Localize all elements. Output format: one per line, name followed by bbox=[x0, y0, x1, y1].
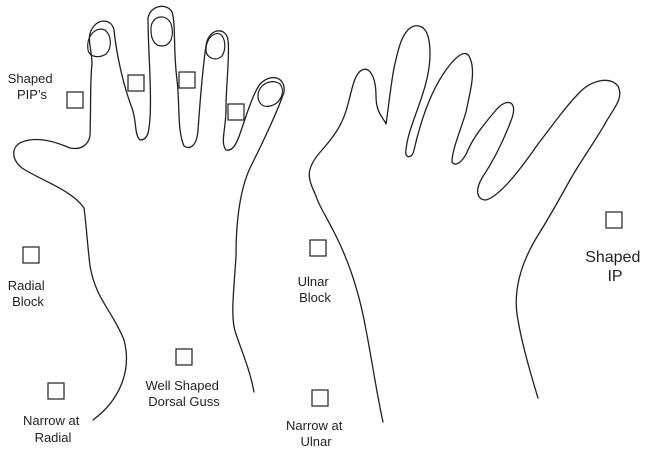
marker-shaped-ip bbox=[606, 212, 622, 228]
marker-shaped-pips bbox=[67, 92, 83, 108]
marker-pip-middle bbox=[179, 72, 195, 88]
markers bbox=[23, 72, 622, 406]
marker-pip-ring bbox=[228, 104, 244, 120]
label-ulnar-block: Ulnar Block bbox=[298, 274, 333, 305]
left-hand bbox=[14, 6, 284, 420]
left-hand-outline bbox=[14, 6, 284, 420]
pinky-nail bbox=[258, 82, 282, 107]
label-radial-block: Radial Block bbox=[8, 278, 48, 309]
right-hand bbox=[309, 26, 620, 422]
marker-ulnar-block bbox=[310, 240, 326, 256]
right-hand-outline bbox=[309, 26, 620, 422]
marker-radial-block bbox=[23, 247, 39, 263]
marker-pip-index bbox=[128, 75, 144, 91]
marker-narrow-radial bbox=[48, 383, 64, 399]
label-shaped-pips: Shaped PIP’s bbox=[8, 71, 56, 102]
marker-dorsal-guss bbox=[176, 349, 192, 365]
index-nail bbox=[151, 17, 172, 46]
label-narrow-at-radial: Narrow at Radial bbox=[23, 413, 83, 445]
label-narrow-at-ulnar: Narrow at Ulnar bbox=[286, 418, 346, 449]
label-well-shaped-dorsal-guss: Well Shaped Dorsal Guss bbox=[145, 378, 222, 409]
label-shaped-ip: Shaped IP bbox=[585, 249, 645, 285]
marker-narrow-ulnar bbox=[312, 390, 328, 406]
